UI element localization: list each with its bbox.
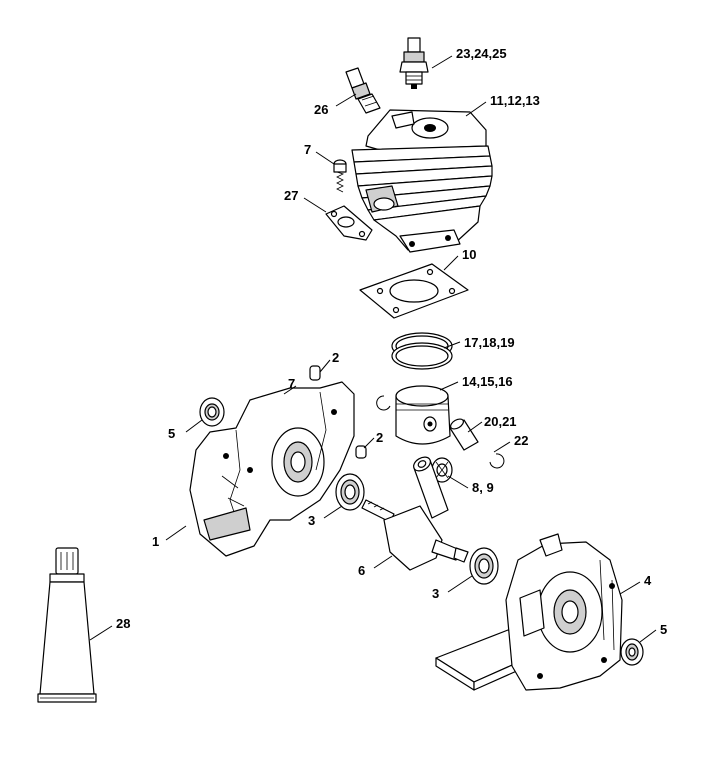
oil-seal-left: [199, 397, 225, 427]
callout-2-top: 2: [332, 350, 339, 365]
callout-8-9: 8, 9: [472, 480, 494, 495]
oil-seal-right: [620, 638, 644, 666]
callout-17-18-19: 17,18,19: [464, 335, 515, 350]
grease-tube: [37, 547, 97, 703]
leader-lines: [89, 55, 657, 643]
ball-bearing-right: [469, 547, 499, 585]
callout-23-24-25: 23,24,25: [456, 46, 507, 61]
callout-14-15-16: 14,15,16: [462, 374, 513, 389]
piston-pin: [449, 418, 479, 451]
callout-2-mid: 2: [376, 430, 383, 445]
callout-1: 1: [152, 534, 159, 549]
callout-7-mid: 7: [288, 376, 295, 391]
callout-27: 27: [284, 188, 298, 203]
crankcase-right-half: [435, 533, 623, 691]
decompression-valve: [345, 67, 381, 114]
crankshaft: [361, 456, 469, 571]
callout-7-top: 7: [304, 142, 311, 157]
callout-28: 28: [116, 616, 130, 631]
piston-rings: [391, 332, 453, 370]
circlip-22: [489, 453, 505, 469]
spark-plug: [399, 37, 429, 89]
callout-6: 6: [358, 563, 365, 578]
dowel-pin-mid: [355, 445, 367, 459]
circlip-left: [376, 395, 391, 411]
piston: [395, 385, 451, 445]
callout-3-left: 3: [308, 513, 315, 528]
callout-3-right: 3: [432, 586, 439, 601]
callout-22: 22: [514, 433, 528, 448]
flange-gasket: [325, 205, 373, 241]
callout-20-21: 20,21: [484, 414, 517, 429]
callout-5-left: 5: [168, 426, 175, 441]
cylinder-screw: [333, 159, 347, 193]
callout-11-12-13: 11,12,13: [490, 93, 540, 108]
ball-bearing-left: [335, 473, 365, 511]
callout-26: 26: [314, 102, 328, 117]
cylinder: [351, 109, 493, 253]
callout-5-right: 5: [660, 622, 667, 637]
callout-10: 10: [462, 247, 476, 262]
callout-4: 4: [644, 573, 652, 588]
crankcase-left-half: [189, 381, 355, 557]
cylinder-gasket: [359, 263, 469, 319]
dowel-pin-top: [309, 365, 321, 381]
